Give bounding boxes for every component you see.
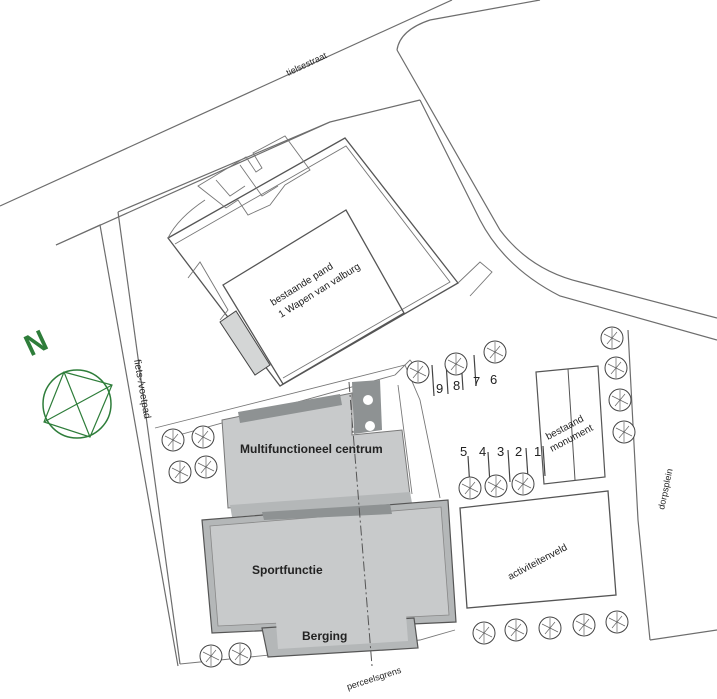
tree — [444, 352, 468, 376]
centre-label: Multifunctioneel centrum — [240, 442, 383, 456]
tree — [605, 610, 629, 634]
tree — [228, 642, 252, 666]
tree — [538, 616, 562, 640]
existing-annex — [219, 310, 271, 376]
tree — [600, 326, 624, 350]
storage-building — [261, 614, 419, 658]
tree — [168, 460, 192, 484]
tree — [604, 356, 628, 380]
tree — [472, 621, 496, 645]
parking-stalls — [431, 354, 546, 489]
street-edges — [0, 0, 717, 667]
street-label-top: tielsestraat — [285, 50, 329, 78]
axis-line — [348, 381, 373, 667]
tree — [458, 476, 482, 500]
tree — [406, 360, 430, 384]
north-letter: N — [19, 324, 53, 363]
tree — [161, 428, 185, 452]
tree — [483, 340, 507, 364]
tree — [504, 618, 528, 642]
monument-area — [535, 365, 606, 485]
parking-number-1: 1 — [534, 444, 541, 459]
street-label-right: dorpsplein — [656, 468, 674, 511]
activity-field — [459, 490, 617, 609]
tree — [608, 388, 632, 412]
parking-number-8: 8 — [453, 378, 460, 393]
trees — [161, 326, 636, 668]
boundary-label: perceelsgrens — [346, 665, 403, 692]
parking-number-6: 6 — [490, 372, 497, 387]
sport-label: Sportfunctie — [252, 563, 323, 577]
tree — [191, 425, 215, 449]
north-arrow: N — [19, 324, 113, 439]
tree — [572, 613, 596, 637]
activity-field-label: activiteitenveld — [506, 542, 569, 583]
street-label-left: fiets-/voetpad — [131, 359, 152, 420]
multifunctional-centre-building — [221, 380, 412, 517]
sport-hall-building — [201, 499, 457, 634]
parking-number-7: 7 — [473, 374, 480, 389]
existing-building — [167, 135, 493, 387]
tree — [511, 472, 535, 496]
parking-number-2: 2 — [515, 444, 522, 459]
parking-numbers: 1 2 3 4 5 6 7 8 9 — [436, 372, 541, 459]
tree — [484, 474, 508, 498]
storage-label: Berging — [302, 629, 347, 643]
tree — [194, 455, 218, 479]
tree — [199, 644, 223, 668]
parking-number-5: 5 — [460, 444, 467, 459]
tree — [612, 420, 636, 444]
parking-number-4: 4 — [479, 444, 486, 459]
parking-number-9: 9 — [436, 381, 443, 396]
parking-number-3: 3 — [497, 444, 504, 459]
